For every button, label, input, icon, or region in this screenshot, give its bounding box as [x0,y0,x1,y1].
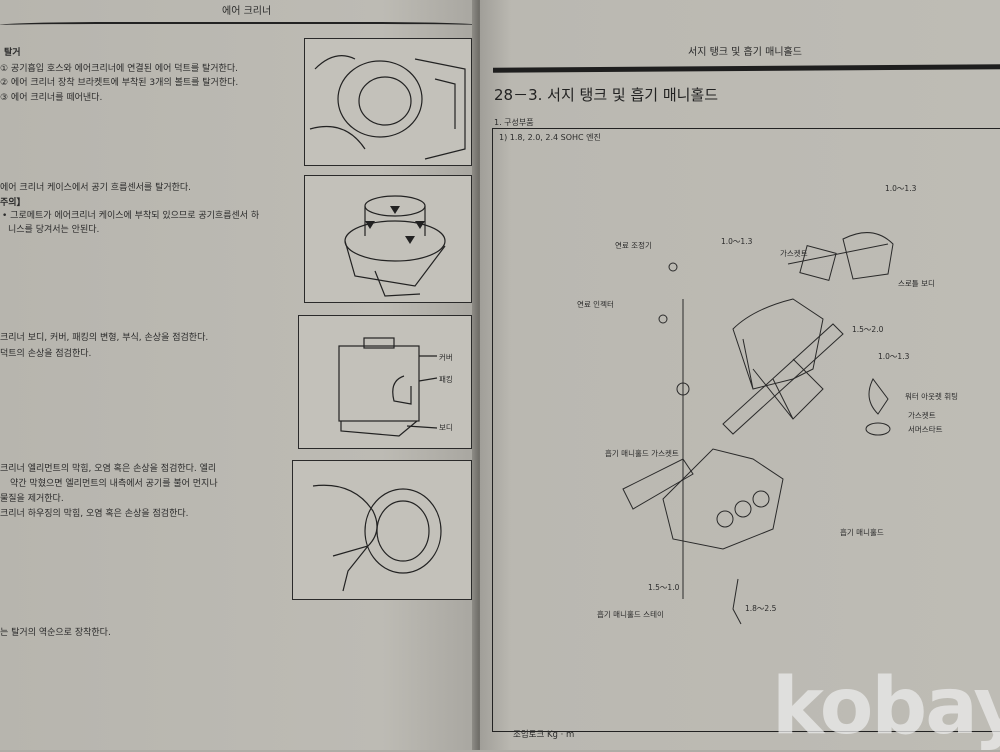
gasket [799,244,837,282]
torque-label: 1.8～2.5 [745,604,777,613]
label-manifold-stay: 흡기 매니홀드 스테이 [597,610,664,619]
watermark: kobay [772,662,1000,752]
label-intake-manifold: 흡기 매니홀드 [840,528,884,537]
inspect-text: 크리너 하우징의 막힘, 오염 혹은 손상을 점검한다. [0,509,189,519]
fuel-rail [722,323,844,435]
manifold-stay [732,578,742,625]
label-water-outlet-fitting: 워터 아웃렛 휘팅 [905,392,959,401]
figure-air-cleaner-removal [304,38,472,166]
air-cleaner-body-illustration [338,337,438,437]
left-page-header: 에어 크리너 [222,6,272,17]
right-page-header: 서지 탱크 및 흡기 매니홀드 [688,47,802,58]
install-text: 는 탈거의 역순으로 장착한다. [0,628,111,638]
label-thermostat: 서머스타트 [908,425,943,434]
header-rule [492,64,1000,73]
torque-label: 1.0～1.3 [721,237,753,246]
figure-air-cleaner-parts: 커버 패킹 보디 [298,315,472,449]
manifold-gasket [622,458,694,510]
label-gasket: 가스켓트 [908,411,936,420]
sensor-text: 에어 크리너 케이스에서 공기 흐름센서를 탈거한다. [0,183,192,193]
label-manifold-gasket: 흡기 매니홀드 가스켓트 [605,449,679,458]
label-fuel-regulator: 연료 조정기 [615,241,652,250]
left-page: 에어 크리너 탈거 ① 공기흡입 호스와 에어크리너에 연결된 에어 덕트를 탈… [0,0,478,750]
caution-text: • 그로메트가 에어크리너 케이스에 부착되 있으므로 공기흐름센서 하 [2,211,260,221]
caution-title: 주의】 [0,198,26,208]
throttle-body [842,232,894,280]
component-diagram-box: 1) 1.8, 2.0, 2.4 SOHC 엔진 [492,128,1000,732]
removal-step: ② 에어 크리너 장착 브라켓트에 부착된 3개의 볼트를 탈거한다. [0,78,239,88]
label-gasket: 가스켓트 [780,249,808,258]
removal-step: ③ 에어 크리너를 떼어낸다. [0,93,103,103]
torque-label: 1.0～1.3 [885,184,917,193]
inspect-text: 물질을 제거한다. [0,494,64,504]
engine-bay-illustration [309,55,466,160]
section-title: 28－3. 서지 탱크 및 흡기 매니홀드 [494,86,719,104]
caution-text: 니스를 당겨서는 안된다. [8,225,100,235]
subsection-title: 1. 구성부품 [494,118,534,127]
torque-label: 1.5～2.0 [852,325,884,334]
figure-airflow-sensor [304,175,472,303]
intake-manifold [662,448,784,550]
torque-unit-note: 조임토크 Kg · m [513,730,575,740]
header-rule [0,22,478,25]
water-outlet [868,378,889,415]
label-body: 보디 [439,423,453,432]
air-cleaner-case-illustration [344,195,446,297]
torque-label: 1.5～1.0 [648,583,680,592]
removal-title: 탈거 [4,48,21,58]
torque-label: 1.0～1.3 [878,352,910,361]
figure-element-inspection [292,460,472,600]
removal-step: ① 공기흡입 호스와 에어크리너에 연결된 에어 덕트를 탈거한다. [0,64,238,74]
right-page: 서지 탱크 및 흡기 매니홀드 28－3. 서지 탱크 및 흡기 매니홀드 1.… [480,0,1000,750]
intake-manifold-exploded-diagram [622,232,894,625]
inspect-text: 크리너 보디, 커버, 패킹의 변형, 부식, 손상을 점검한다. [0,333,209,343]
label-throttle-body: 스로틀 보디 [898,279,935,288]
label-packing: 패킹 [439,375,453,384]
label-fuel-injector: 연료 인젝터 [577,300,614,309]
inspect-text: 덕트의 손상을 점검한다. [0,349,92,359]
label-cover: 커버 [439,353,453,362]
diagram-box-title: 1) 1.8, 2.0, 2.4 SOHC 엔진 [499,133,601,142]
inspect-text: 약간 막혔으면 엘리먼트의 내측에서 공기를 불어 먼지나 [10,479,218,489]
air-filter-element-illustration [312,484,442,592]
inspect-text: 크리너 엘리먼트의 막힘, 오염 혹은 손상을 점검한다. 엘리 [0,464,217,474]
